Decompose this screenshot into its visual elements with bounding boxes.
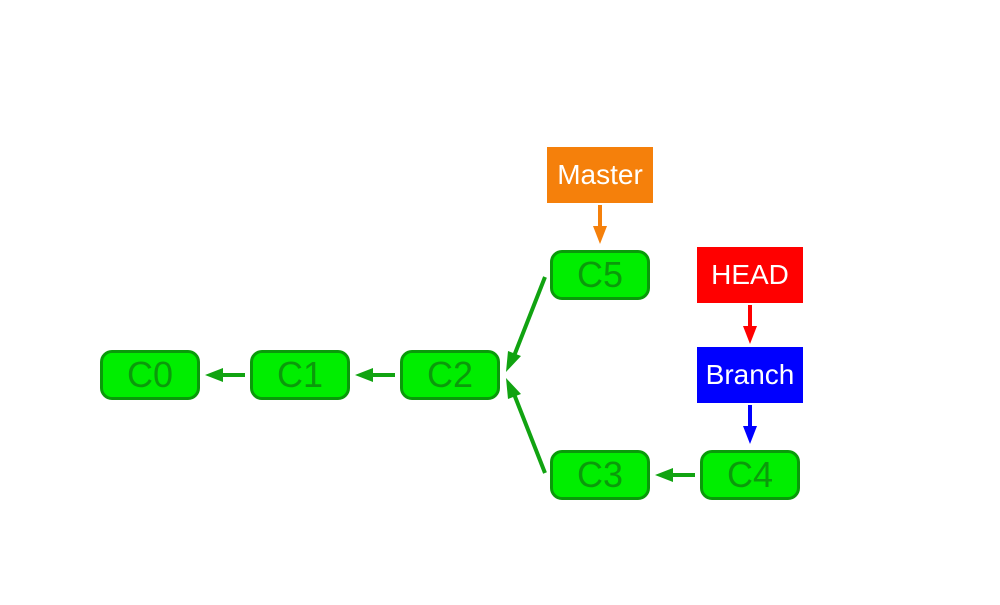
arrow-c4-to-c3: [655, 468, 695, 482]
ref-branch: Branch: [697, 347, 803, 403]
ref-head: HEAD: [697, 247, 803, 303]
commit-c0: C0: [100, 350, 200, 400]
commit-c2: C2: [400, 350, 500, 400]
commit-c3: C3: [550, 450, 650, 500]
arrow-branch-to-c4: [743, 405, 757, 444]
arrow-c2-to-c1: [355, 368, 395, 382]
commit-c1: C1: [250, 350, 350, 400]
commit-c5: C5: [550, 250, 650, 300]
arrow-c5-to-c2: [506, 276, 547, 372]
ref-master: Master: [547, 147, 653, 203]
arrow-c1-to-c0: [205, 368, 245, 382]
arrow-master-to-c5: [593, 205, 607, 244]
arrow-head-to-branch: [743, 305, 757, 344]
arrow-c3-to-c2: [506, 378, 547, 474]
commit-c4: C4: [700, 450, 800, 500]
